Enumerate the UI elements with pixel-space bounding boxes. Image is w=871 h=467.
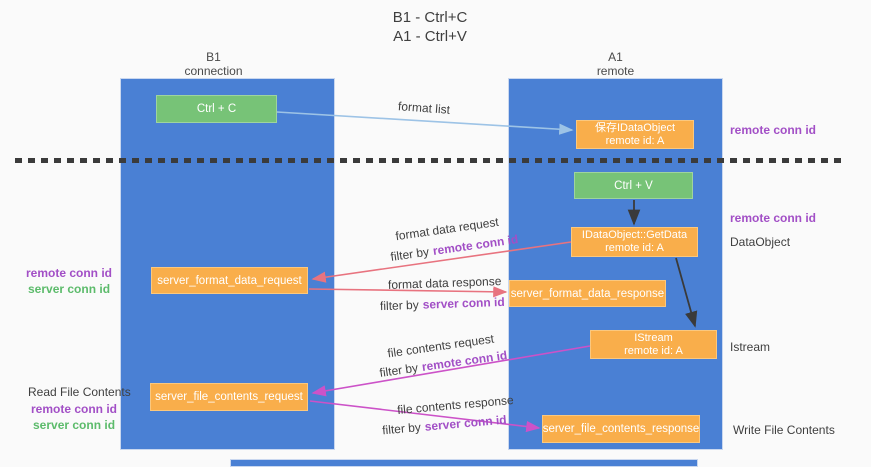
bottom-partial-box — [230, 459, 698, 467]
label-format-list: format list — [397, 99, 451, 117]
node-ctrl-v: Ctrl + V — [574, 172, 693, 199]
node-server-file-contents-response-label: server_file_contents_response — [542, 423, 700, 435]
node-istream-line2: remote id: A — [624, 344, 683, 357]
title-line-2: A1 - Ctrl+V — [393, 28, 467, 45]
annotation-remote-conn-id-left-2: remote conn id — [31, 402, 118, 416]
lifeline-b1-name: B1 — [206, 50, 221, 64]
node-idataobject-getdata: IDataObject::GetData remote id: A — [571, 227, 698, 257]
title-line-1: B1 - Ctrl+C — [392, 9, 468, 26]
node-istream-line1: IStream — [634, 331, 673, 344]
filter-by-text: filter by — [378, 360, 419, 380]
node-save-idataobject-line2: remote id: A — [605, 134, 665, 147]
node-server-format-data-response: server_format_data_response — [509, 280, 666, 307]
node-server-format-data-request: server_format_data_request — [151, 267, 308, 294]
annotation-istream: Istream — [730, 340, 771, 354]
node-ctrl-c-label: Ctrl + C — [196, 103, 237, 115]
node-save-idataobject: 保存IDataObject remote id: A — [576, 120, 694, 149]
label-format-data-response: format data response — [387, 274, 502, 292]
annotation-remote-conn-id-right-1: remote conn id — [730, 123, 817, 137]
lifeline-header-a1: A1 remote — [508, 50, 723, 78]
lifeline-a1-name: A1 — [608, 50, 623, 64]
filter-by-text: filter by — [381, 420, 422, 438]
node-save-idataobject-line1: 保存IDataObject — [594, 121, 676, 134]
node-idataobject-getdata-line1: IDataObject::GetData — [581, 229, 688, 241]
node-server-format-data-request-label: server_format_data_request — [157, 274, 302, 287]
node-ctrl-c: Ctrl + C — [156, 95, 277, 123]
server-conn-id-highlight: server conn id — [424, 412, 508, 434]
filter-by-text: filter by — [379, 297, 419, 314]
annotation-remote-conn-id-left-1: remote conn id — [26, 266, 113, 280]
node-idataobject-getdata-line2: remote id: A — [605, 242, 664, 254]
lifeline-a1-role: remote — [596, 64, 635, 78]
server-conn-id-highlight: server conn id — [422, 294, 505, 312]
filter-by-text: filter by — [389, 244, 430, 264]
annotation-server-conn-id-left-1: server conn id — [28, 282, 111, 296]
diagram-title: B1 - Ctrl+C A1 - Ctrl+V — [0, 8, 860, 46]
node-server-file-contents-request-label: server_file_contents_request — [155, 391, 303, 403]
node-server-file-contents-response: server_file_contents_response — [542, 415, 700, 443]
node-server-format-data-response-label: server_format_data_response — [510, 287, 665, 300]
node-ctrl-v-label: Ctrl + V — [614, 179, 653, 192]
annotation-read-file-contents: Read File Contents — [28, 385, 131, 399]
lifeline-header-b1: B1 connection — [106, 50, 321, 78]
annotation-write-file-contents: Write File Contents — [733, 423, 835, 437]
annotation-dataobject: DataObject — [730, 235, 791, 249]
lifeline-b1-role: connection — [184, 64, 243, 78]
annotation-server-conn-id-left-2: server conn id — [33, 418, 116, 432]
node-istream: IStream remote id: A — [590, 330, 717, 359]
node-server-file-contents-request: server_file_contents_request — [150, 383, 308, 411]
phase-separator-dashed-line — [15, 158, 846, 163]
annotation-remote-conn-id-right-2: remote conn id — [730, 211, 817, 225]
